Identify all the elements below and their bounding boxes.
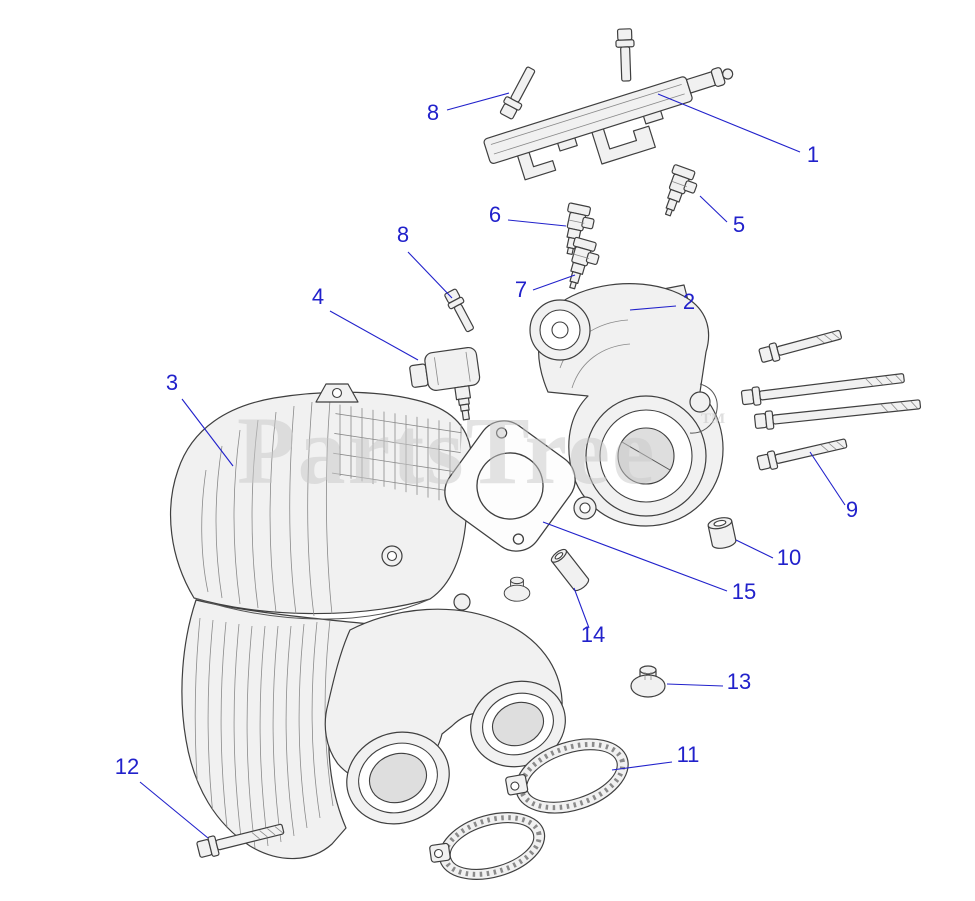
flange-screw-part [630, 665, 666, 698]
hose-clamp-2-part [429, 812, 546, 880]
callout-6-3[interactable]: 6 [489, 202, 501, 227]
rail-bolt-2-part [615, 28, 635, 82]
leader-line-14-12 [573, 587, 590, 629]
long-bolt-1-part [758, 329, 842, 363]
leader-line-12-15 [139, 781, 209, 839]
leader-line-8-4 [407, 251, 453, 299]
spacer-bushing-part [707, 517, 737, 549]
flange-screw-small-part [503, 576, 531, 602]
callout-14-12[interactable]: 14 [581, 622, 605, 647]
map-sensor-screw-part [444, 288, 474, 333]
long-bolt-4-part [756, 438, 848, 471]
leader-line-6-3 [507, 219, 567, 227]
manifold-bolt-part [196, 823, 285, 858]
watermark: PartsTree [237, 397, 657, 504]
hose-clamp-1-part [505, 738, 629, 814]
callout-8-4[interactable]: 8 [397, 222, 409, 247]
leader-line-5-2 [699, 195, 728, 223]
callout-1-1[interactable]: 1 [807, 142, 819, 167]
gasket-part [444, 420, 576, 552]
callout-12-15[interactable]: 12 [115, 754, 139, 779]
callout-5-2[interactable]: 5 [733, 212, 745, 237]
leader-line-15-11 [542, 521, 728, 592]
callout-10-10[interactable]: 10 [777, 545, 801, 570]
leader-line-13-13 [666, 683, 724, 687]
callout-13-13[interactable]: 13 [727, 669, 751, 694]
spacer-tube-part [550, 548, 590, 592]
leader-line-4-7 [329, 310, 419, 361]
leader-line-2-6 [629, 305, 677, 311]
leader-line-1-1 [657, 93, 801, 153]
leader-line-9-9 [809, 451, 846, 506]
leader-line-8-0 [446, 92, 510, 111]
watermark-tm: TM [701, 411, 725, 427]
callout-4-7[interactable]: 4 [312, 284, 324, 309]
callout-3-8[interactable]: 3 [166, 370, 178, 395]
leader-line-7-5 [532, 274, 576, 291]
callout-11-14[interactable]: 11 [677, 742, 700, 767]
leader-line-3-8 [181, 398, 234, 467]
map-sensor-part [409, 346, 481, 421]
leader-line-10-10 [735, 539, 774, 559]
callout-9-9[interactable]: 9 [846, 497, 858, 522]
long-bolt-3-part [753, 399, 922, 430]
long-bolt-2-part [740, 373, 905, 406]
throttle-body-part [529, 283, 724, 527]
airbox-manifold-part [169, 383, 566, 860]
fuel-rail-part [483, 67, 734, 181]
rail-bolt-1-part [499, 66, 536, 120]
callout-2-6[interactable]: 2 [683, 289, 695, 314]
callout-8-0[interactable]: 8 [427, 100, 439, 125]
leader-line-11-14 [611, 761, 673, 771]
injector-right-part [656, 163, 702, 222]
callout-15-11[interactable]: 15 [732, 579, 756, 604]
callout-7-5[interactable]: 7 [515, 277, 527, 302]
